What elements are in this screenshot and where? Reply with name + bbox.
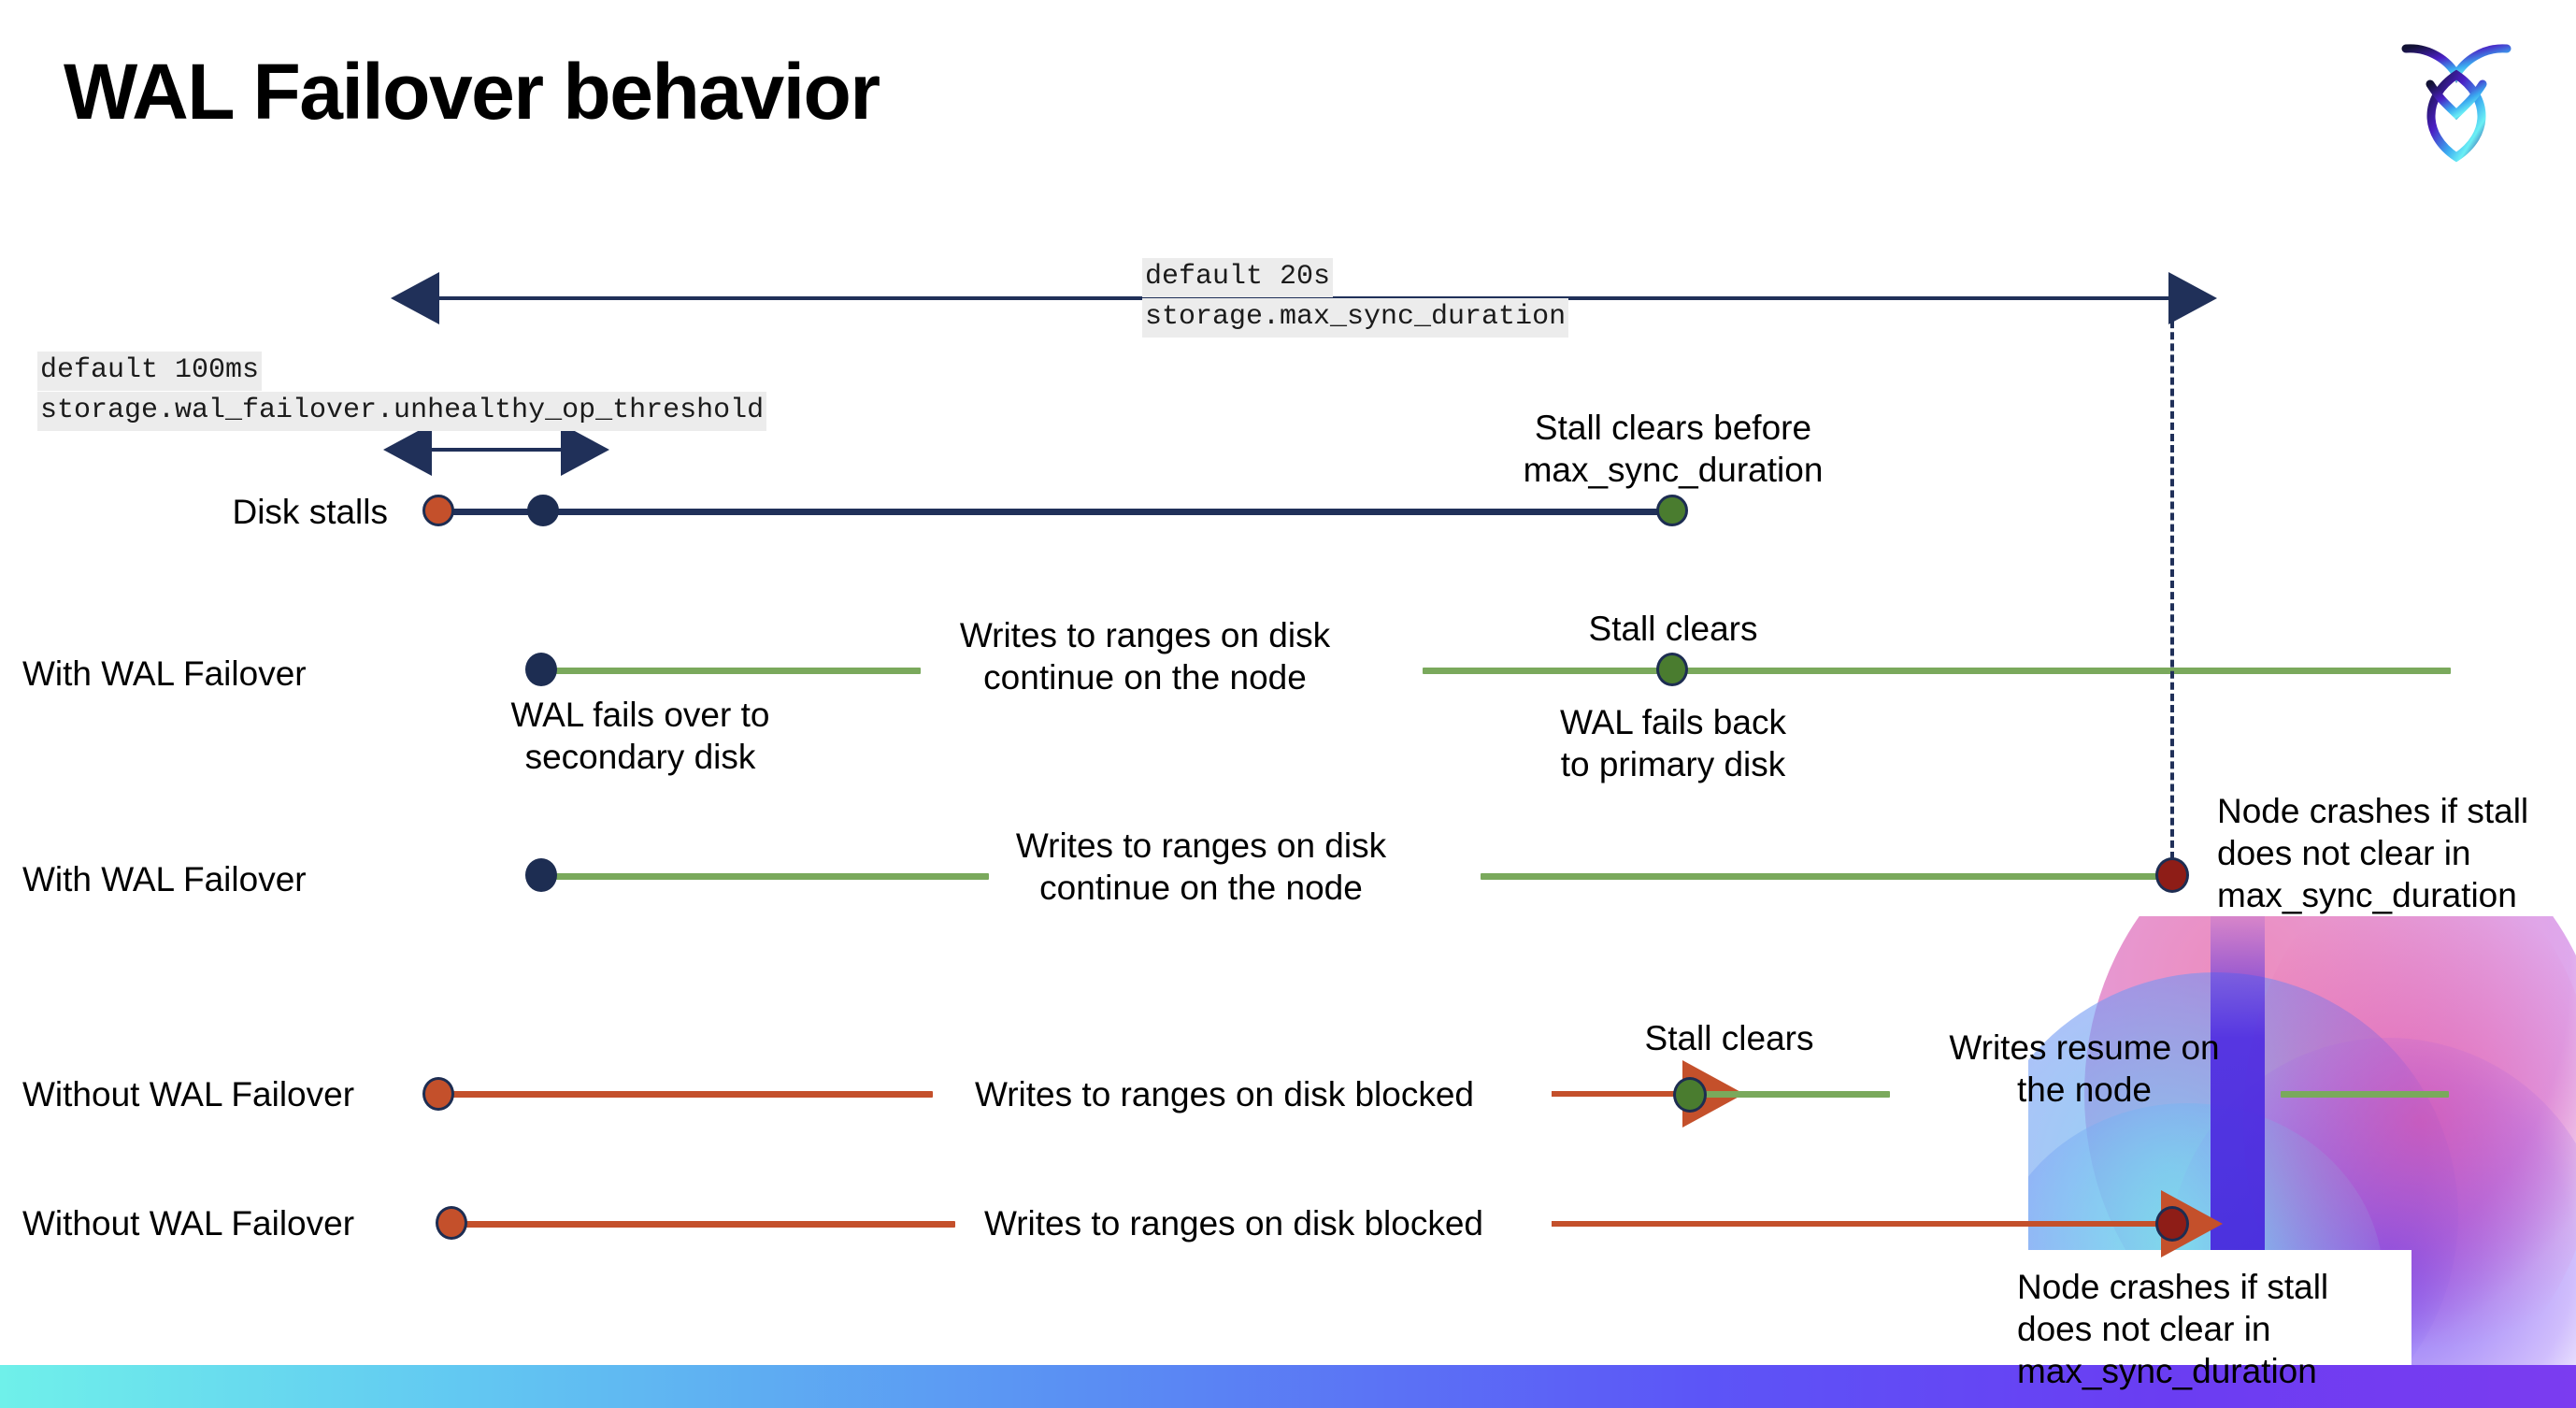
row5-crash-dot [2155,1206,2189,1242]
row-label-disk-stalls: Disk stalls [232,493,388,531]
max-sync-deadline-dashed-line [2170,298,2174,859]
note-wal-fails-back: WAL fails back to primary disk [1560,703,1786,784]
row4-track-blocked [447,1091,933,1098]
row2-track-left [542,668,921,674]
note-writes-continue-row2: Writes to ranges on disk continue on the… [959,616,1331,697]
code-label-max-sync-line1: default 20s [1142,258,1334,297]
row-label-with-wal-failover-1: With WAL Failover [22,654,307,693]
note-node-crashes-row3: Node crashes if stall does not clear in … [2217,792,2529,915]
row4-start-dot [422,1077,454,1111]
row4-clear-dot [1673,1077,1707,1113]
row3-failover-dot [525,858,557,892]
row3-track-left [542,873,989,880]
note-writes-resume: Writes resume on the node [1949,1028,2220,1110]
note-writes-continue-row3: Writes to ranges on disk continue on the… [1015,826,1387,908]
note-writes-blocked-row4: Writes to ranges on disk blocked [974,1075,1475,1113]
row5-start-dot [436,1206,467,1240]
row-label-without-wal-failover-1: Without WAL Failover [22,1075,355,1113]
row4-track-resume-a [1703,1091,1890,1098]
row3-track-right [1481,873,2174,880]
disk-stalls-clear-dot [1656,495,1688,526]
row5-track-blocked [460,1221,955,1228]
row-label-with-wal-failover-2: With WAL Failover [22,860,307,898]
row2-track-right [1423,668,2451,674]
row3-crash-dot [2155,857,2189,893]
page-title: WAL Failover behavior [64,48,880,136]
disk-stalls-failover-dot [527,495,559,526]
note-stall-clears-row2: Stall clears [1588,610,1758,648]
row4-track-resume-b [2281,1091,2449,1098]
disk-stalls-start-dot [422,495,454,526]
row2-clear-dot [1656,653,1688,686]
note-wal-fails-over: WAL fails over to secondary disk [510,696,770,777]
code-label-unhealthy-line1: default 100ms [37,352,263,391]
row2-failover-dot [525,653,557,686]
disk-stalls-track [439,509,1673,515]
note-stall-clears-before: Stall clears before max_sync_duration [1523,409,1824,490]
cockroachdb-logo-icon [2401,44,2512,163]
code-label-max-sync-line2: storage.max_sync_duration [1142,298,1569,338]
code-label-unhealthy-line2: storage.wal_failover.unhealthy_op_thresh… [37,392,767,431]
bottom-gradient-bar [0,1365,2576,1408]
note-writes-blocked-row5: Writes to ranges on disk blocked [983,1204,1484,1243]
note-stall-clears-row4: Stall clears [1644,1019,1814,1057]
row-label-without-wal-failover-2: Without WAL Failover [22,1204,355,1243]
note-node-crashes-row5: Node crashes if stall does not clear in … [2017,1268,2329,1391]
